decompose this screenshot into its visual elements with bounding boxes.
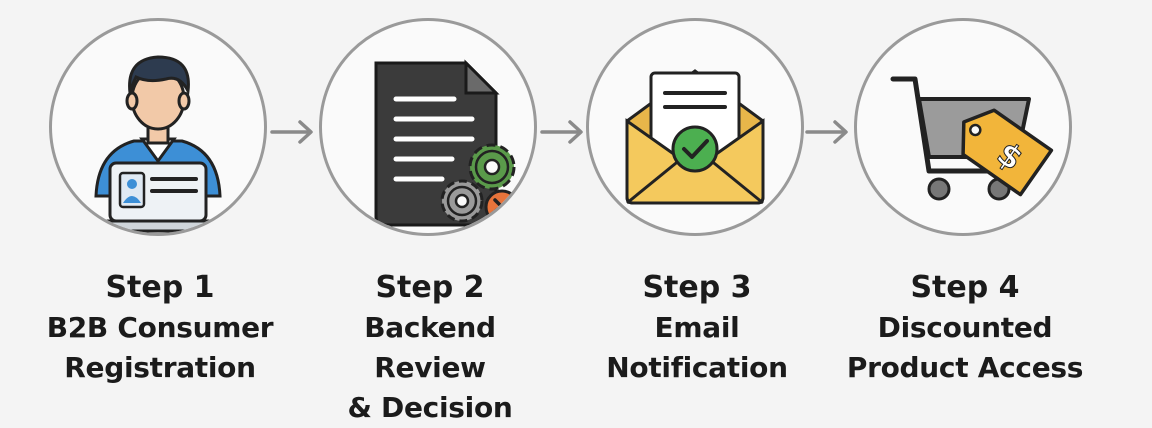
arrow-right-icon [270,120,313,144]
envelope-check-icon [625,69,765,205]
arrow-right-icon [540,120,583,144]
step-description: Discounted [877,311,1053,344]
document-gears-icon [374,59,520,227]
step-title: Step 3 [642,270,752,305]
step-title: Step 2 [375,270,485,305]
step-description: Product Access [846,351,1084,384]
step-description: Email [654,311,740,344]
step-description: Notification [606,351,788,384]
step-description: Registration [64,351,256,384]
cart-price-tag-icon: $ [890,76,1054,201]
step-4-circle: $ [854,18,1072,236]
step-1-circle [49,18,267,236]
arrow-right-icon [805,120,848,144]
step-description: B2B Consumer [46,311,274,344]
step-2-label: Step 2 Backend Review & Decision [305,268,555,428]
step-description: & Decision [347,391,513,424]
step-3-circle [586,18,804,236]
step-2-circle [319,18,537,236]
step-1-label: Step 1 B2B Consumer Registration [35,268,285,388]
step-description: Backend Review [364,311,496,384]
step-title: Step 1 [105,270,215,305]
process-flow: Step 1 B2B Consumer Registration [35,18,1090,424]
step-3-label: Step 3 Email Notification [572,268,822,388]
step-4-label: Step 4 Discounted Product Access [840,268,1090,388]
user-laptop-icon [94,55,222,233]
step-title: Step 4 [910,270,1020,305]
